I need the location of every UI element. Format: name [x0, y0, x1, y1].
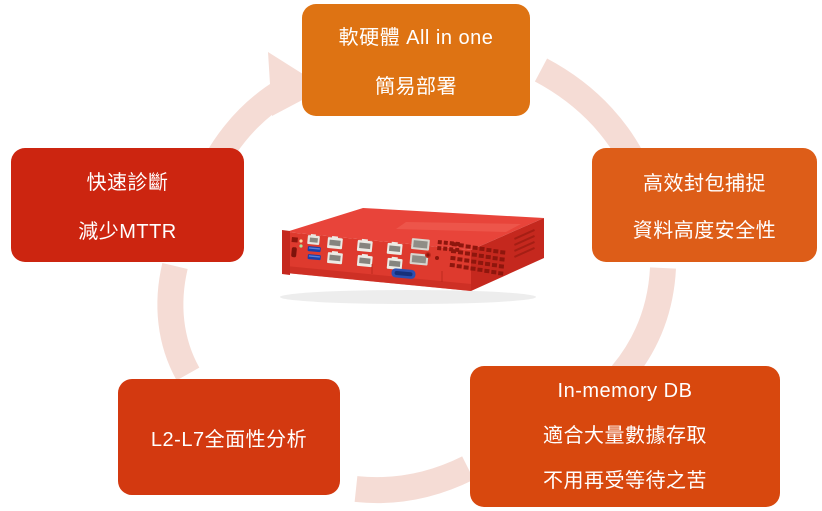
appliance-rack-ear-left [282, 230, 290, 275]
cycle-node-top-line-1: 軟硬體 All in one [338, 27, 494, 49]
appliance-shadow [280, 290, 536, 304]
appliance-ethernet-ports [327, 235, 403, 271]
appliance-expansion-vents [449, 242, 506, 276]
appliance-slot-dividers [371, 264, 443, 282]
cycle-node-bottom-left-line-1: L2-L7全面性分析 [150, 428, 308, 451]
arc-right-to-bottom-right [611, 267, 676, 383]
appliance-lid-sheen [396, 222, 521, 232]
cycle-node-right-line-2: 資料高度安全性 [632, 220, 777, 242]
appliance-vga-port [391, 268, 416, 279]
arrow-head-icon [268, 52, 325, 116]
arc-bottom-right-to-bottom-left [354, 456, 474, 504]
appliance-power-button [425, 252, 439, 260]
cycle-node-bottom-right-line-2: 適合大量數據存取 [543, 425, 707, 447]
cycle-node-bottom-left[interactable]: L2-L7全面性分析 [118, 379, 340, 495]
appliance-usb-ports [307, 246, 321, 261]
cycle-node-left[interactable]: 快速診斷 減少MTTR [11, 148, 244, 262]
appliance-front-bezel [286, 266, 471, 291]
cycle-node-bottom-right-line-3: 不用再受等待之苦 [543, 470, 707, 492]
cycle-node-top[interactable]: 軟硬體 All in one 簡易部署 [302, 4, 530, 116]
network-appliance-image [280, 208, 544, 304]
appliance-side-panel [471, 218, 544, 291]
arc-bottom-left-to-left [157, 263, 200, 381]
cycle-node-bottom-right[interactable]: In-memory DB 適合大量數據存取 不用再受等待之苦 [470, 366, 780, 507]
cycle-node-bottom-right-line-1: In-memory DB [557, 380, 693, 402]
appliance-side-vents [514, 229, 535, 258]
appliance-sfp-cages [409, 238, 430, 266]
cycle-node-top-line-2: 簡易部署 [375, 76, 457, 98]
appliance-control-cluster [291, 237, 303, 258]
appliance-management-port [307, 234, 320, 246]
cycle-node-left-line-1: 快速診斷 [86, 172, 169, 194]
cycle-node-right-line-1: 高效封包捕捉 [643, 173, 766, 195]
cycle-node-left-line-2: 減少MTTR [78, 221, 177, 243]
cycle-node-right[interactable]: 高效封包捕捉 資料高度安全性 [592, 148, 817, 262]
